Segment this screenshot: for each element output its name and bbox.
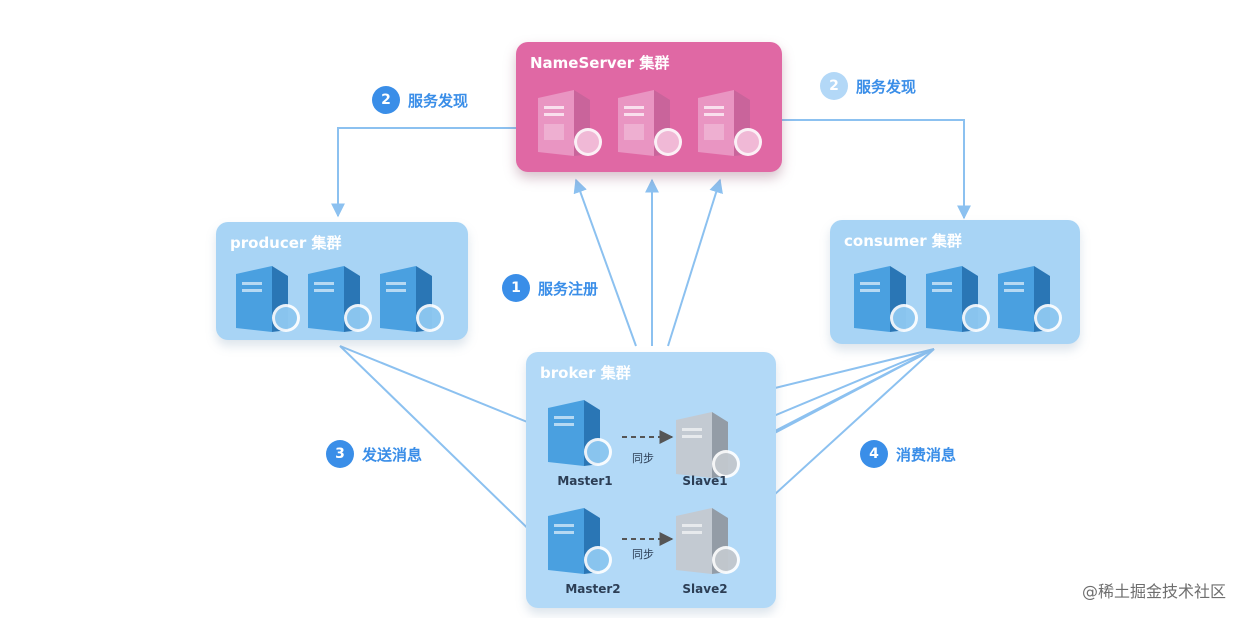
server-icon — [922, 260, 994, 336]
step-label: 服务发现 — [408, 91, 469, 110]
step-badge: 2 — [372, 86, 400, 114]
sync-label-1: 同步 — [632, 452, 654, 465]
slave2-label: Slave2 — [682, 582, 728, 596]
slave2-server-icon — [672, 502, 744, 578]
server-icon — [614, 84, 686, 160]
master1-server-icon — [544, 394, 616, 470]
server-icon — [304, 260, 376, 336]
server-icon — [694, 84, 766, 160]
step-register: 1 服务注册 — [502, 274, 598, 302]
slave1-label: Slave1 — [682, 474, 728, 488]
step-badge: 1 — [502, 274, 530, 302]
sync-arrow-1 — [622, 430, 674, 444]
step-badge: 4 — [860, 440, 888, 468]
sync-label-2: 同步 — [632, 548, 654, 561]
nameserver-cluster-title: NameServer 集群 — [530, 54, 670, 72]
send-arrow-master1 — [339, 345, 554, 434]
step-consume: 4 消费消息 — [860, 440, 956, 468]
consumer-cluster-title: consumer 集群 — [844, 232, 962, 250]
slave1-server-icon — [672, 406, 744, 482]
server-icon — [994, 260, 1066, 336]
producer-cluster-title: producer 集群 — [230, 234, 342, 252]
master2-label: Master2 — [565, 582, 621, 596]
step-badge: 2 — [820, 72, 848, 100]
server-icon — [534, 84, 606, 160]
nameserver-cluster: NameServer 集群 — [516, 42, 782, 172]
sync-arrow-2 — [622, 532, 674, 546]
step-discover-right: 2 服务发现 — [820, 72, 916, 100]
step-send: 3 发送消息 — [326, 440, 422, 468]
broker-cluster: broker 集群 Master1 Slave1 同步 Master2 Slav… — [526, 352, 776, 608]
discover-arrow-producer — [331, 127, 516, 218]
discover-arrow-consumer — [782, 119, 971, 220]
step-badge: 3 — [326, 440, 354, 468]
register-arrow-1 — [573, 178, 637, 347]
step-label: 发送消息 — [362, 445, 423, 464]
register-arrow-3 — [667, 178, 723, 347]
master2-server-icon — [544, 502, 616, 578]
step-discover-left: 2 服务发现 — [372, 86, 468, 114]
server-icon — [232, 260, 304, 336]
server-icon — [376, 260, 448, 336]
step-label: 服务注册 — [538, 279, 599, 298]
server-icon — [850, 260, 922, 336]
consumer-cluster: consumer 集群 — [830, 220, 1080, 344]
broker-cluster-title: broker 集群 — [540, 364, 631, 382]
send-arrow-master2 — [339, 345, 550, 549]
watermark: @稀土掘金技术社区 — [1081, 582, 1226, 601]
master1-label: Master1 — [557, 474, 613, 488]
producer-cluster: producer 集群 — [216, 222, 468, 340]
step-label: 服务发现 — [856, 77, 917, 96]
step-label: 消费消息 — [896, 445, 957, 464]
